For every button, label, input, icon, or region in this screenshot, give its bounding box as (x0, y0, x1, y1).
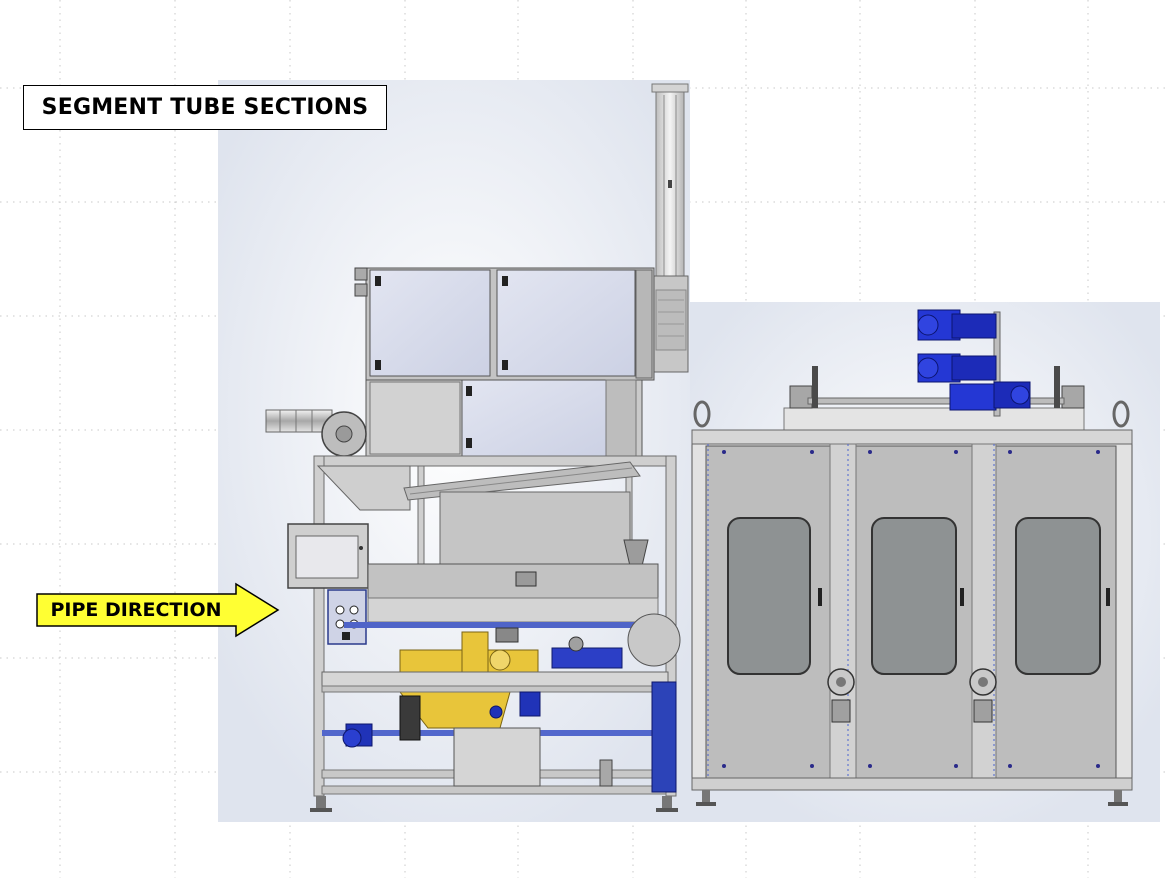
upper-door-right (496, 269, 636, 377)
middle-door (461, 379, 607, 457)
left-machine (265, 83, 689, 812)
right-arrow-icon (36, 582, 280, 638)
frame-left-post (313, 455, 325, 797)
drive-motor-top (917, 309, 997, 341)
cabinet-door-2 (855, 445, 973, 779)
top-platform (783, 407, 1085, 431)
drive-motor-bottom (949, 381, 1031, 411)
hopper (439, 491, 631, 565)
cabinet-door-1 (705, 445, 831, 779)
drive-motor-middle (917, 353, 997, 383)
pipe-direction-label: PIPE DIRECTION (50, 599, 222, 621)
blue-fixture (551, 647, 623, 669)
cabinet-door-3 (995, 445, 1117, 779)
upper-door-left (369, 269, 491, 377)
right-machine (691, 309, 1133, 806)
coolant-tank (453, 727, 541, 787)
pipe-direction-arrow: PIPE DIRECTION (36, 582, 280, 638)
blue-side-panel (651, 681, 677, 793)
section-title: SEGMENT TUBE SECTIONS (23, 85, 387, 130)
conveyor-bed (367, 563, 659, 599)
